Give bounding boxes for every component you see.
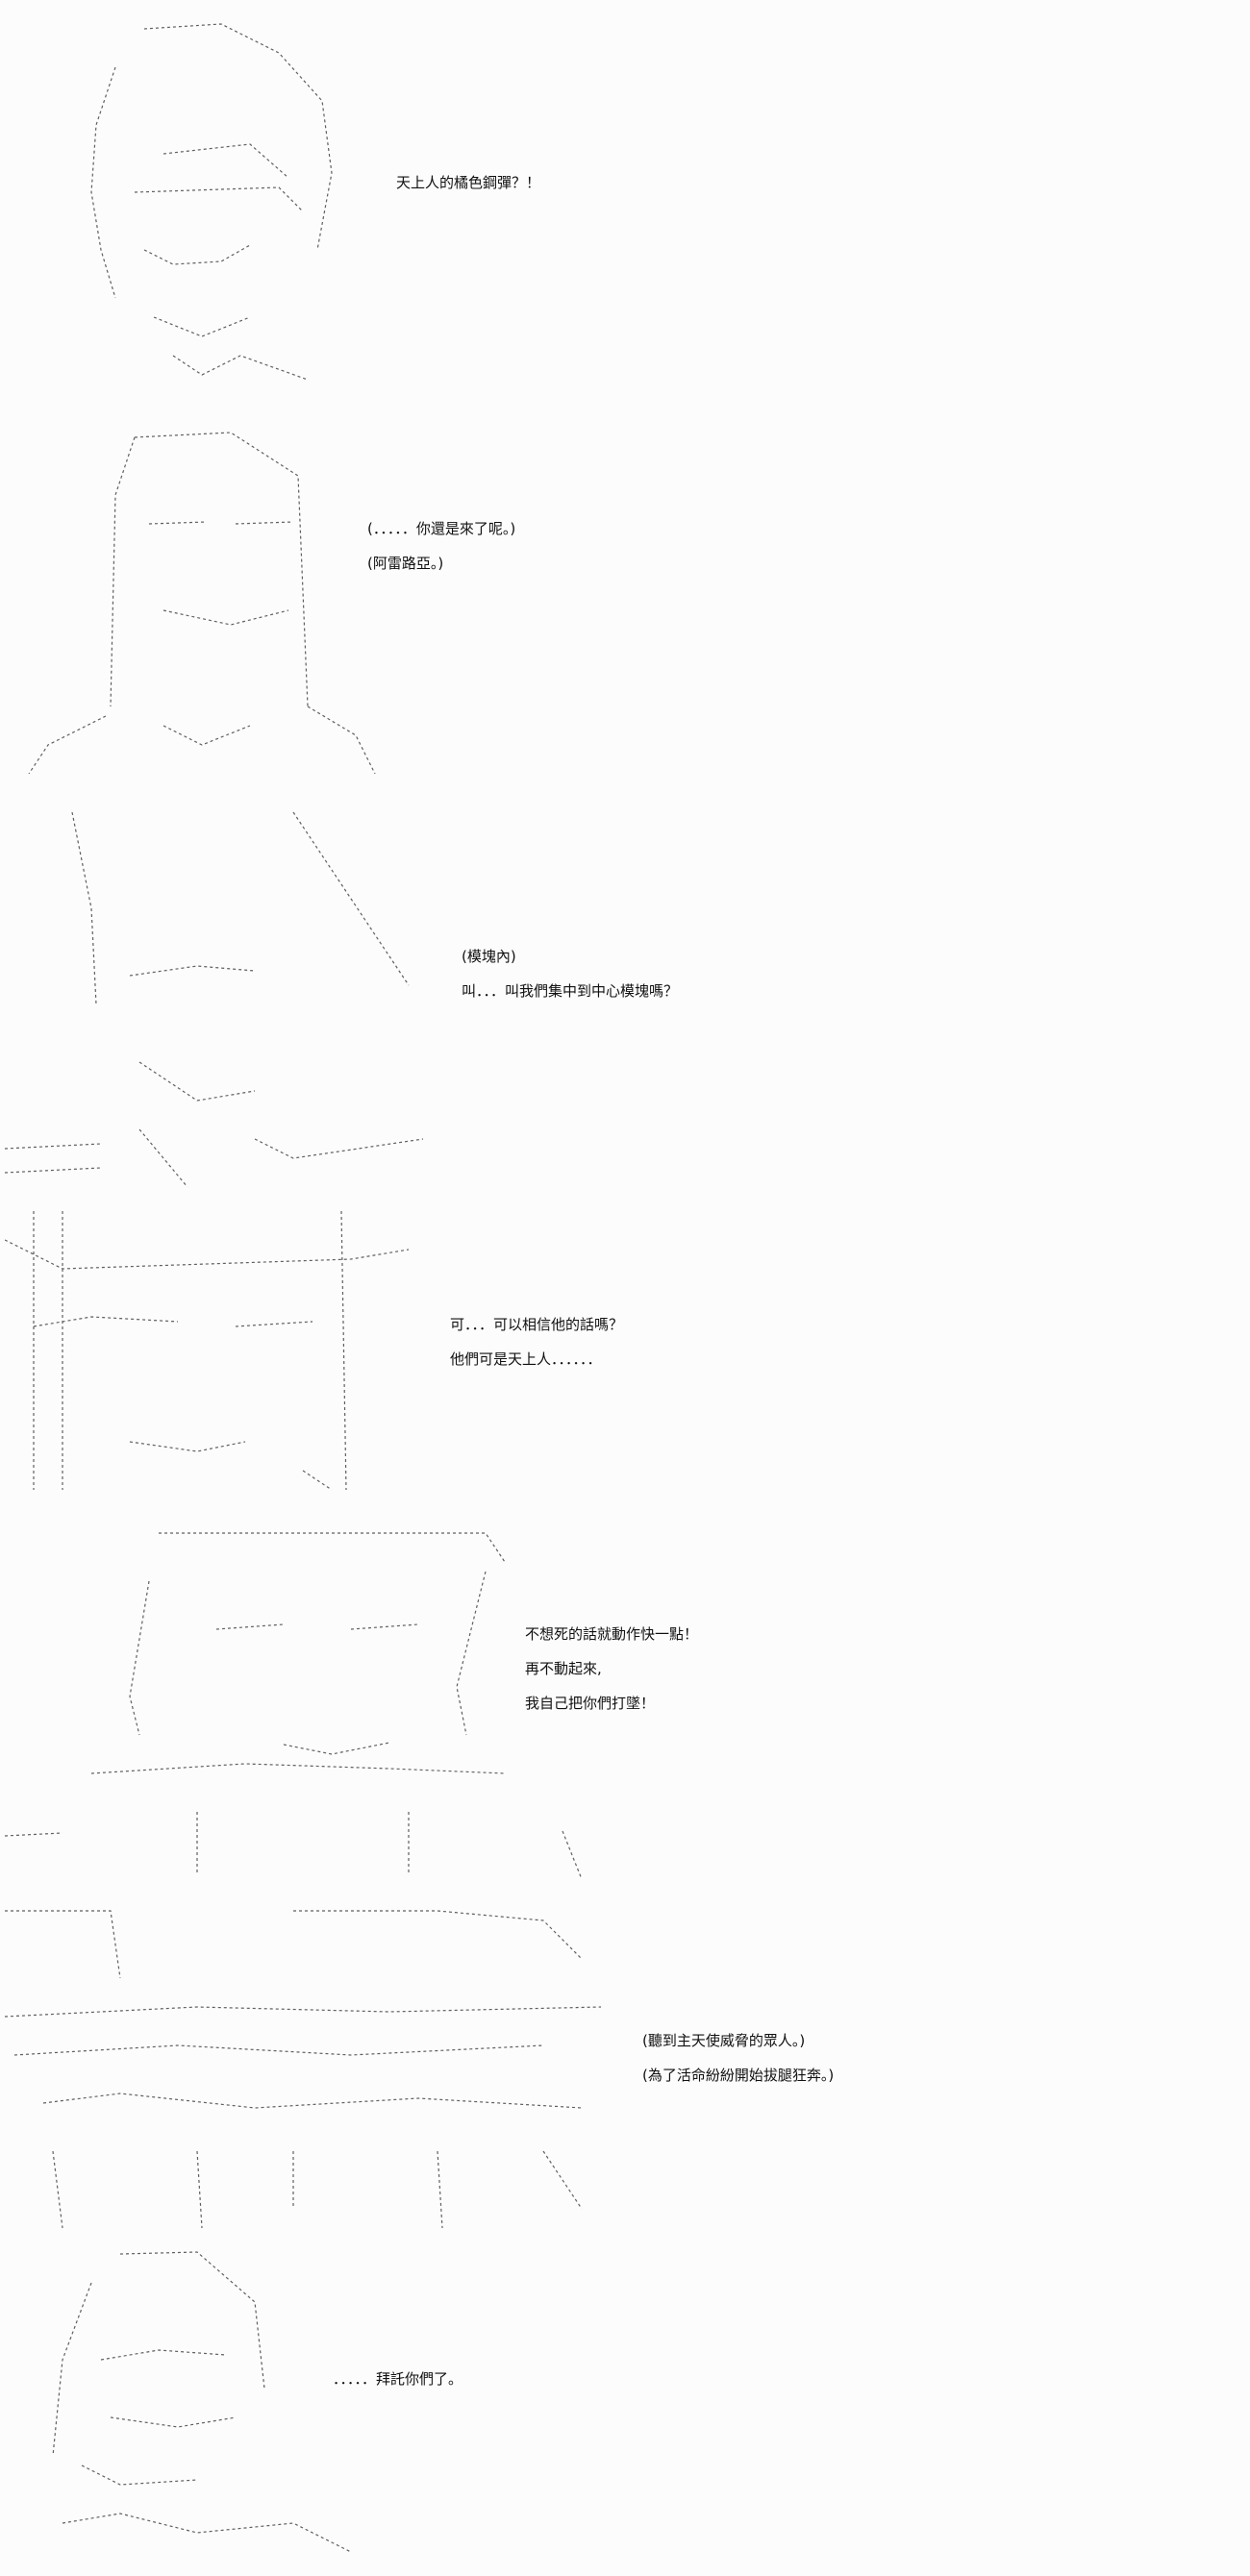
dialogue-line: 可．．．可以相信他的話嗎？	[450, 1316, 624, 1333]
panel-3: (模塊內) 叫．．．叫我們集中到中心模塊嗎？	[0, 779, 1250, 1192]
ascii-art-figure	[10, 418, 385, 774]
panel-6: (聽到主天使威脅的眾人。) (為了活命紛紛開始拔腿狂奔。)	[0, 1884, 1250, 2230]
dialogue-line: 天上人的橘色鋼彈？！	[396, 174, 541, 191]
dialogue-line: (為了活命紛紛開始拔腿狂奔。)	[642, 2067, 835, 2084]
ascii-art-figure	[5, 1523, 601, 1879]
dialogue-line: ．．．．．拜託你們了。	[333, 2370, 463, 2388]
panel-7: ．．．．．拜託你們了。	[0, 2230, 1250, 2576]
dialogue-line: (阿雷路亞。)	[367, 555, 444, 572]
ascii-art-crowd	[5, 1901, 611, 2228]
ascii-art-figure	[5, 793, 428, 1187]
dialogue-line: 不想死的話就動作快一點！	[525, 1625, 699, 1643]
dialogue-line: 叫．．．叫我們集中到中心模塊嗎？	[462, 982, 679, 1000]
ascii-art-figure	[5, 2244, 370, 2562]
dialogue-line: (模塊內)	[462, 948, 516, 965]
dialogue-block: 天上人的橘色鋼彈？！	[396, 170, 540, 195]
dialogue-block: ．．．．．拜託你們了。	[333, 2366, 462, 2391]
dialogue-block: (聽到主天使威脅的眾人。) (為了活命紛紛開始拔腿狂奔。)	[642, 2028, 834, 2088]
panel-2: (．．．．．你還是來了呢。) (阿雷路亞。)	[0, 404, 1250, 779]
dialogue-block: (模塊內) 叫．．．叫我們集中到中心模塊嗎？	[462, 944, 678, 1003]
ascii-art-figure	[58, 10, 346, 380]
panel-4: 可．．．可以相信他的話嗎？ 他們可是天上人．．．．．．	[0, 1192, 1250, 1509]
panel-1: 天上人的橘色鋼彈？！	[0, 0, 1250, 404]
dialogue-line: (聽到主天使威脅的眾人。)	[642, 2032, 806, 2049]
dialogue-line: 我自己把你們打墜！	[525, 1695, 656, 1712]
dialogue-block: (．．．．．你還是來了呢。) (阿雷路亞。)	[367, 516, 515, 576]
dialogue-block: 可．．．可以相信他的話嗎？ 他們可是天上人．．．．．．	[450, 1312, 623, 1372]
dialogue-line: 他們可是天上人．．．．．．	[450, 1350, 602, 1368]
dialogue-line: 再不動起來,	[525, 1660, 602, 1677]
ascii-art-figure	[5, 1201, 409, 1499]
dialogue-line: (．．．．．你還是來了呢。)	[367, 520, 516, 537]
dialogue-block: 不想死的話就動作快一點！ 再不動起來, 我自己把你們打墜！	[525, 1622, 698, 1716]
panel-5: 不想死的話就動作快一點！ 再不動起來, 我自己把你們打墜！	[0, 1509, 1250, 1884]
